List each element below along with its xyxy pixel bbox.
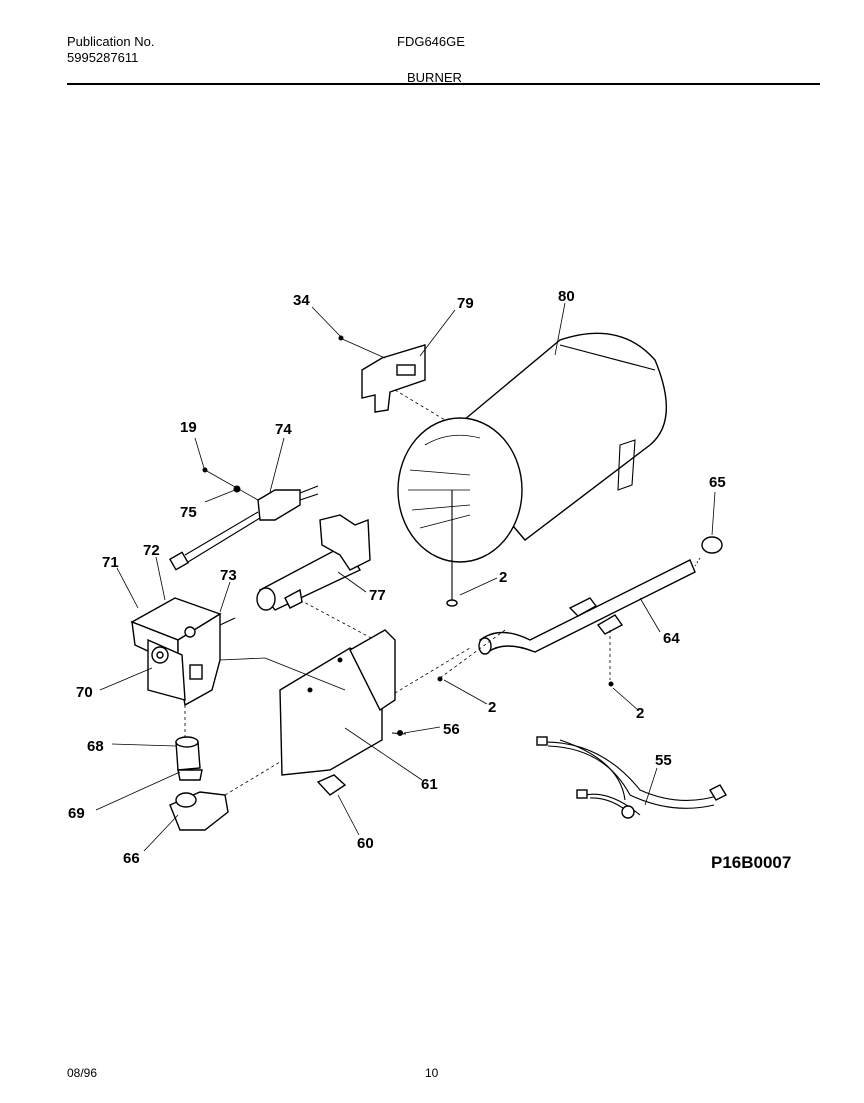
callout-66: 66 bbox=[123, 850, 140, 867]
callout-74: 74 bbox=[275, 421, 292, 438]
callout-2-bracket: 2 bbox=[636, 705, 644, 722]
wire-harness bbox=[536, 736, 727, 819]
callout-68: 68 bbox=[87, 738, 104, 755]
page-number: 10 bbox=[425, 1066, 439, 1080]
callout-2-drum: 2 bbox=[499, 569, 507, 586]
section-title: BURNER bbox=[407, 70, 462, 85]
callout-69: 69 bbox=[68, 805, 85, 822]
callout-labels: 34 79 80 19 74 75 65 71 72 73 2 77 64 70… bbox=[68, 288, 726, 867]
callout-77: 77 bbox=[369, 587, 386, 604]
gas-pipe bbox=[437, 559, 696, 687]
callout-2-pipe: 2 bbox=[488, 699, 496, 716]
sensor-bracket bbox=[338, 335, 446, 421]
footer-date: 08/96 bbox=[67, 1066, 98, 1080]
pipe-cap bbox=[694, 536, 723, 567]
callout-55: 55 bbox=[655, 752, 672, 769]
publication-label: Publication No. bbox=[67, 34, 155, 49]
callout-75: 75 bbox=[180, 504, 197, 521]
pipe-fittings bbox=[169, 647, 471, 831]
burner-tube bbox=[256, 514, 376, 641]
callout-56: 56 bbox=[443, 721, 460, 738]
callout-34: 34 bbox=[293, 292, 310, 309]
callout-73: 73 bbox=[220, 567, 237, 584]
callout-64: 64 bbox=[663, 630, 680, 647]
callout-70: 70 bbox=[76, 684, 93, 701]
callout-60: 60 bbox=[357, 835, 374, 852]
clip bbox=[316, 774, 347, 796]
igniter bbox=[168, 467, 319, 571]
callout-72: 72 bbox=[143, 542, 160, 559]
gas-valve bbox=[130, 597, 266, 740]
callout-71: 71 bbox=[102, 554, 119, 571]
callout-65: 65 bbox=[709, 474, 726, 491]
callout-19: 19 bbox=[180, 419, 197, 436]
callout-80: 80 bbox=[558, 288, 575, 305]
header-divider bbox=[67, 83, 820, 85]
drum-screw bbox=[446, 545, 458, 607]
callout-79: 79 bbox=[457, 295, 474, 312]
diagram-reference-code: P16B0007 bbox=[711, 853, 792, 872]
burner-drum bbox=[397, 332, 667, 563]
model-number: FDG646GE bbox=[397, 34, 465, 49]
callout-leaders bbox=[95, 302, 716, 852]
burner-bracket bbox=[264, 629, 396, 776]
publication-number: 5995287611 bbox=[67, 50, 139, 65]
callout-61: 61 bbox=[421, 776, 438, 793]
screw bbox=[391, 730, 407, 736]
